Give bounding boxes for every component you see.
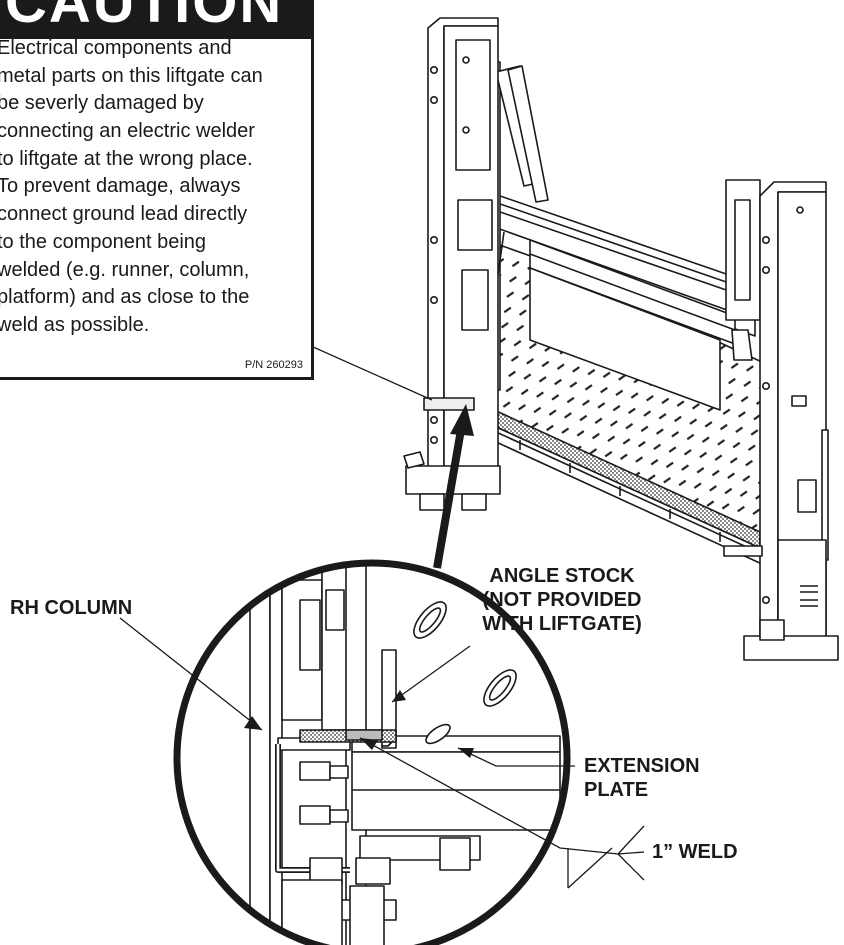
extension-plate-line: EXTENSION [584,755,700,777]
caution-line: platform) and as close to the [0,286,250,309]
caution-line: to liftgate at the wrong place. [0,147,253,170]
caution-heading: CAUTION [5,0,284,35]
caution-text: Electrical components and metal parts on… [0,35,263,340]
part-number: P/N 260293 [244,359,303,371]
liftgate-assembly [403,17,839,661]
angle-stock-label: ANGLE STOCK (NOT PROVIDED WITH LIFTGATE) [462,564,662,636]
caution-line: be severly damaged by [0,92,204,115]
caution-line: connect ground lead directly [0,203,248,226]
detail-view [173,559,571,945]
caution-line: connecting an electric welder [0,120,255,143]
caution-line: weld as possible. [0,313,150,336]
extension-plate-label: EXTENSION PLATE [584,754,700,802]
caution-line: to the component being [0,230,207,253]
angle-stock-line: WITH LIFTGATE) [482,613,642,635]
caution-line: To prevent damage, always [0,175,241,198]
caution-placard: CAUTION Electrical components and metal … [0,0,314,380]
extension-plate-line: PLATE [584,779,649,801]
caution-heading-bar: CAUTION [0,0,311,39]
caution-line: Electrical components and [0,37,232,59]
caution-line: welded (e.g. runner, column, [0,258,250,281]
rh-column-label: RH COLUMN [10,597,133,619]
angle-stock-line: (NOT PROVIDED [482,589,642,611]
caution-line: metal parts on this liftgate can [0,64,263,87]
angle-stock-line: ANGLE STOCK [489,565,635,587]
leader-lines [119,617,645,889]
weld-label: 1” WELD [652,841,738,863]
